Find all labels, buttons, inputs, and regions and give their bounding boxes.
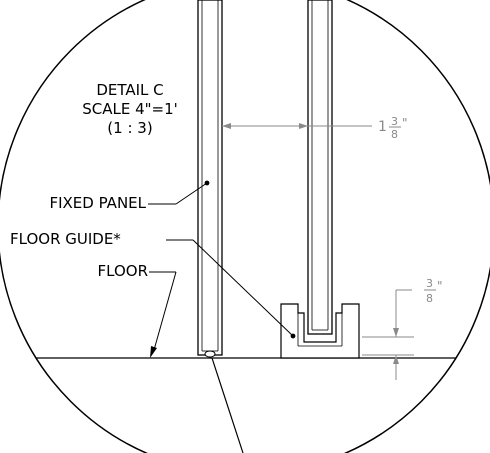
guide-height-unit: " <box>437 279 443 293</box>
detail-title: DETAIL C <box>96 81 163 99</box>
panel-spacing-dimension <box>222 123 372 129</box>
fixed-panel-leader <box>175 182 208 205</box>
panel-spacing-numerator: 3 <box>391 115 398 128</box>
floor-guide <box>280 303 360 359</box>
floor-guide-label: FLOOR GUIDE* <box>10 230 121 248</box>
bumper-leader <box>211 357 244 453</box>
section-cut-line <box>454 357 490 386</box>
guide-height-numerator: 3 <box>426 277 433 290</box>
fixed-panel-leader-dot <box>204 180 210 186</box>
panel-bumper <box>204 350 216 358</box>
guide-height-denominator: 8 <box>426 292 433 305</box>
floor-leader-arrowhead <box>150 346 157 358</box>
fixed-panel-glass <box>197 0 223 356</box>
floor-guide-leader-dot <box>290 333 296 339</box>
fixed-panel-label: FIXED PANEL <box>49 194 146 212</box>
panel-spacing-unit: " <box>402 116 408 130</box>
detail-scale: SCALE 4"=1' <box>82 100 178 118</box>
floor-guide-leader <box>192 239 294 337</box>
guide-height-dimension <box>362 289 414 380</box>
panel-spacing-whole: 1 <box>378 119 387 135</box>
floor-leader <box>153 271 177 351</box>
panel-spacing-denominator: 8 <box>391 128 398 141</box>
sliding-panel-glass <box>307 0 333 335</box>
floor-label: FLOOR <box>98 262 149 280</box>
detail-ratio: (1 : 3) <box>107 119 152 137</box>
